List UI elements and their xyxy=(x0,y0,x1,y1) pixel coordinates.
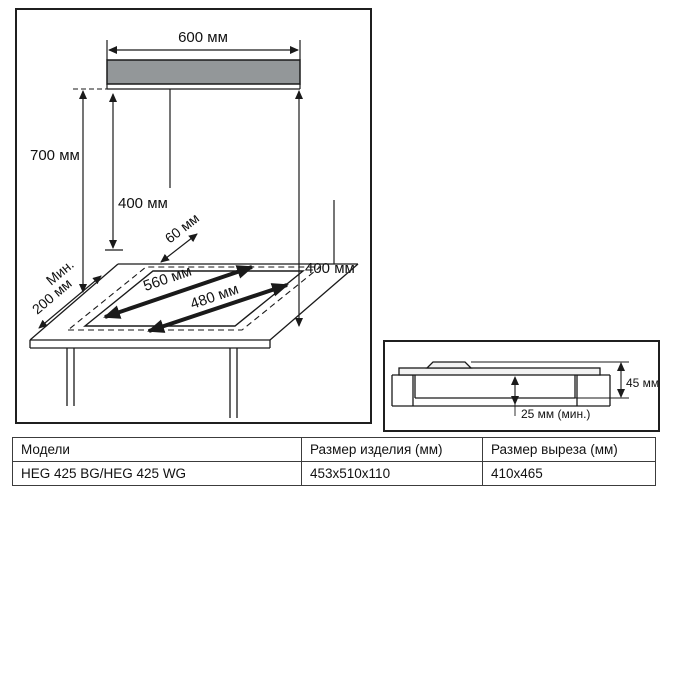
dim-min200-arrow xyxy=(38,275,102,329)
cross-section-panel: 45 мм 25 мм (мин.) xyxy=(383,340,660,432)
cell-cutout-size: 410x465 xyxy=(482,461,656,486)
dim-45 xyxy=(471,361,629,399)
spec-table: Модели Размер изделия (мм) Размер выреза… xyxy=(12,437,656,486)
dim-label-400-right: 400 мм xyxy=(305,260,355,277)
dim-label-700: 700 мм xyxy=(30,147,80,164)
dim-label-25: 25 мм (мин.) xyxy=(521,407,590,421)
cross-section-diagram: 45 мм 25 мм (мин.) xyxy=(391,361,658,421)
dim-400-left xyxy=(105,93,123,251)
dim-label-600: 600 мм xyxy=(178,29,228,46)
cell-product-size: 453x510x110 xyxy=(301,461,483,486)
col-header-cutout-size: Размер выреза (мм) xyxy=(482,437,656,462)
counter-slab xyxy=(391,374,611,407)
hob-profile xyxy=(398,361,601,399)
hood-strip xyxy=(106,59,301,90)
dim-label-60: 60 мм xyxy=(162,210,202,246)
dim-label-45: 45 мм xyxy=(626,376,658,390)
spec-table-data-row: HEG 425 BG/HEG 425 WG 453x510x110 410x46… xyxy=(12,461,656,486)
dim-480-arrow xyxy=(147,283,289,333)
cell-model: HEG 425 BG/HEG 425 WG xyxy=(12,461,302,486)
spec-table-header-row: Модели Размер изделия (мм) Размер выреза… xyxy=(12,437,656,462)
col-header-product-size: Размер изделия (мм) xyxy=(301,437,483,462)
col-header-models: Модели xyxy=(12,437,302,462)
dim-600 xyxy=(106,40,301,60)
dim-label-400-left: 400 мм xyxy=(118,195,168,212)
installation-diagram-panel: 600 мм 700 мм 400 мм 400 мм xyxy=(15,8,372,424)
spec-table-container: Модели Размер изделия (мм) Размер выреза… xyxy=(12,437,656,486)
dim-60-arrow xyxy=(160,233,198,263)
wall-edges xyxy=(169,89,335,264)
installation-diagram: 600 мм 700 мм 400 мм 400 мм xyxy=(29,29,359,418)
